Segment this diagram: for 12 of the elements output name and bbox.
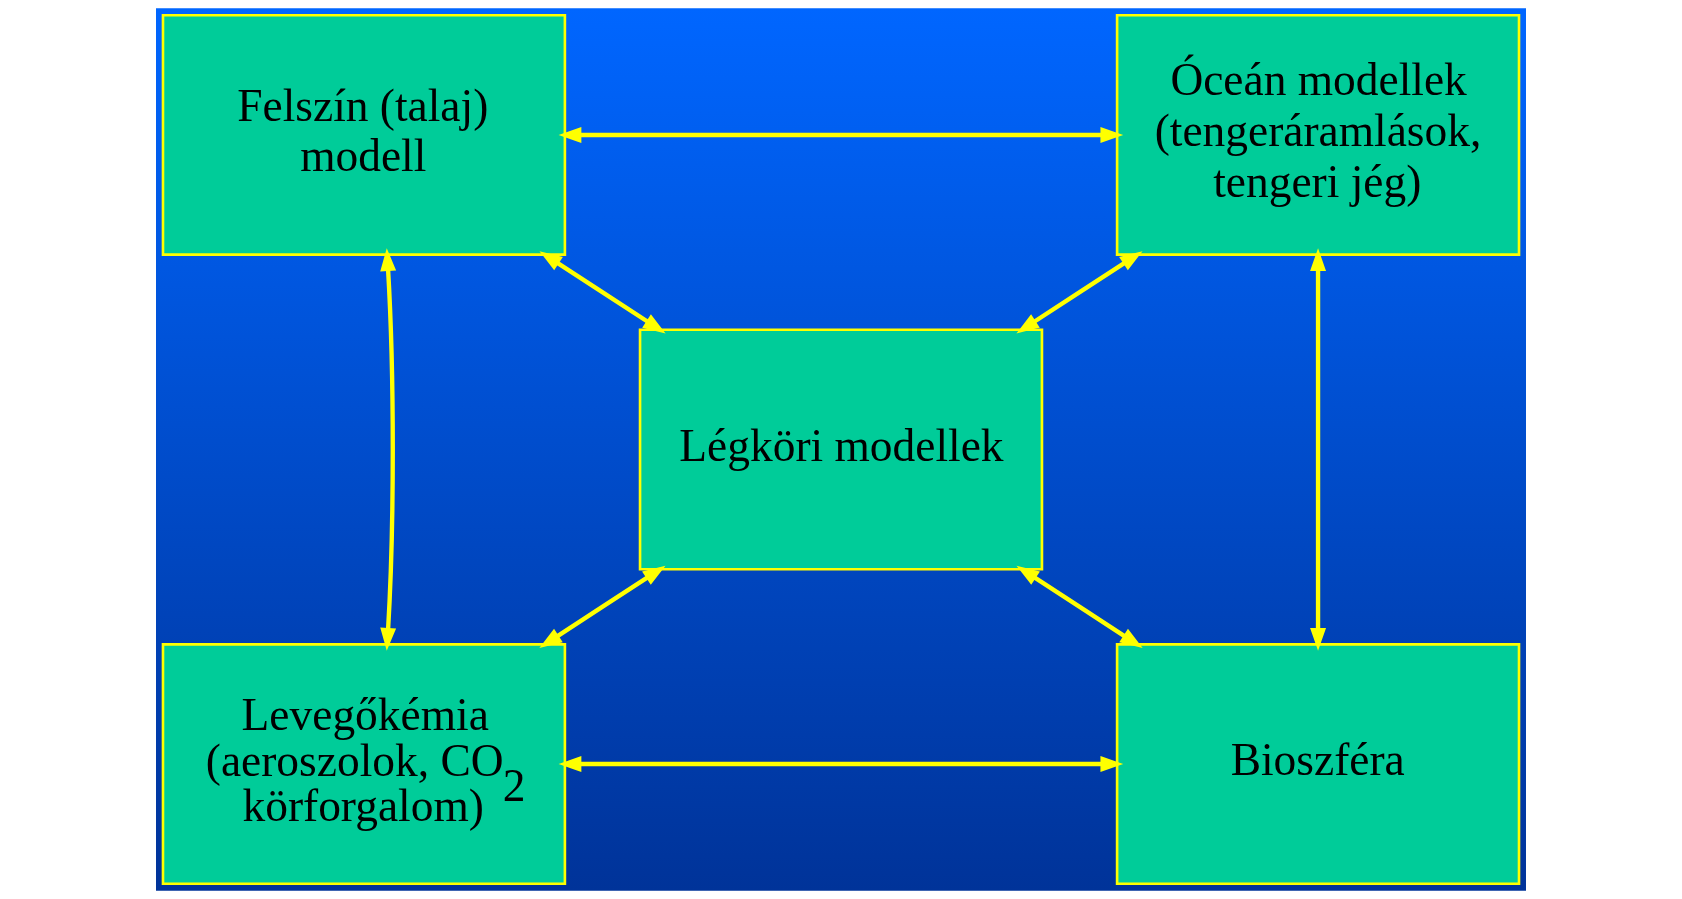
node-box: Felszín (talaj) modell bbox=[161, 13, 567, 256]
arrow bbox=[558, 127, 1124, 143]
node-box: Bioszféra bbox=[1115, 643, 1521, 886]
node-box: Légköri modellek bbox=[638, 328, 1044, 571]
node-box: Óceán modellek (tengeráramlások, tengeri jég) bbox=[1115, 13, 1521, 256]
arrow bbox=[558, 756, 1124, 772]
arrow bbox=[380, 248, 397, 651]
arrow bbox=[539, 251, 666, 334]
arrow bbox=[1310, 248, 1327, 651]
arrow bbox=[1016, 565, 1143, 648]
arrow bbox=[539, 565, 666, 648]
arrow bbox=[1016, 251, 1143, 334]
